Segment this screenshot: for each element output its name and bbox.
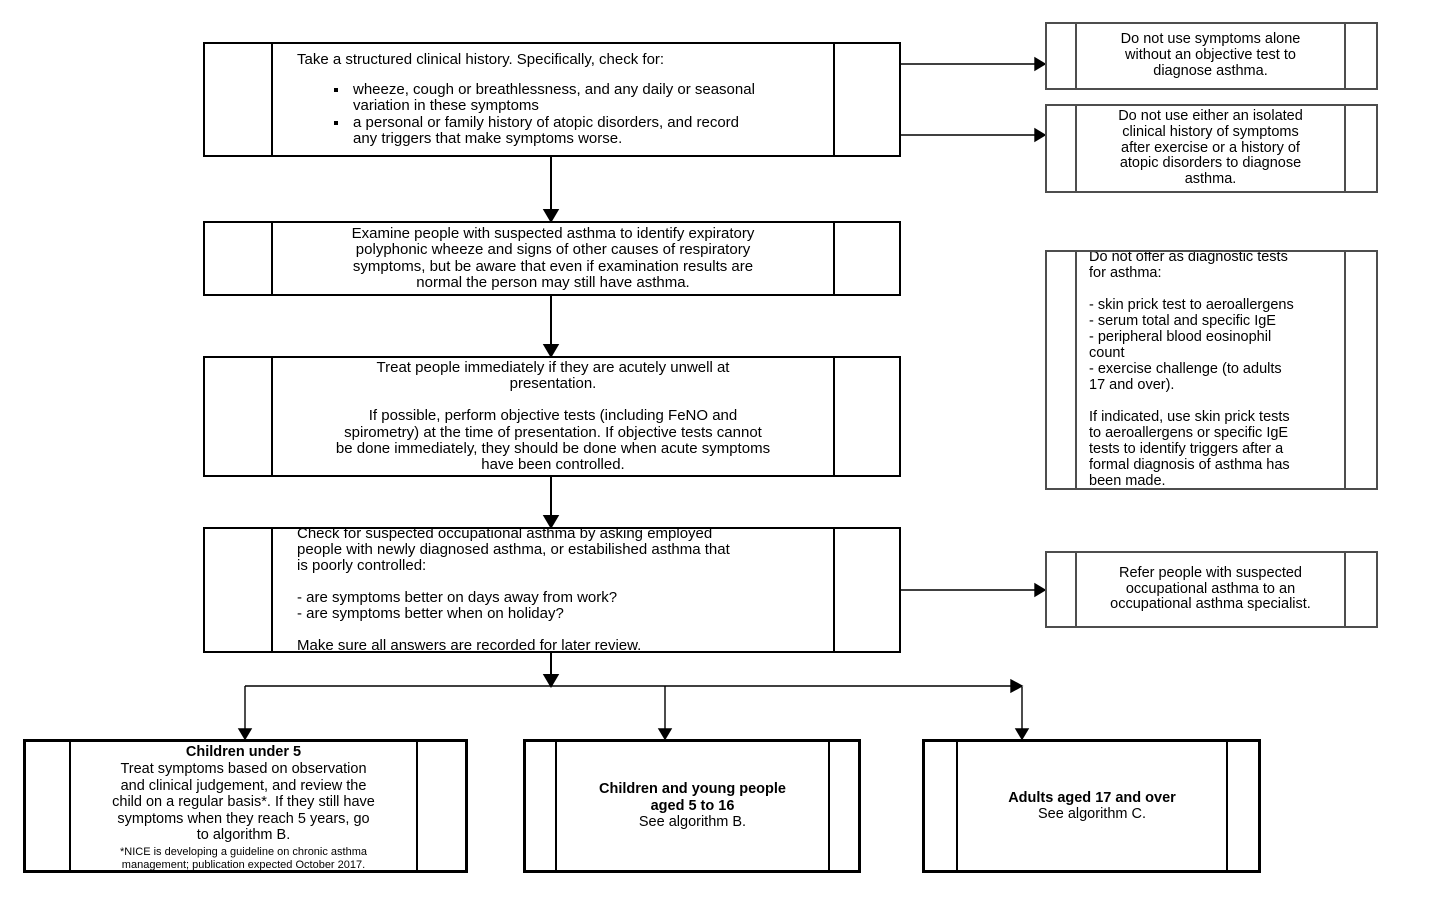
history-intro: Take a structured clinical history. Spec… [297, 51, 665, 69]
side-cell [833, 44, 899, 155]
adults-17-subtitle: See algorithm C. [1038, 806, 1146, 822]
note-symptoms-alone-box: Do not use symptoms alone without an obj… [1045, 22, 1378, 90]
history-bullets: wheeze, cough or breathlessness, and any… [297, 82, 809, 146]
side-cell [1047, 106, 1077, 191]
children-5-16-title: Children and young people aged 5 to 16 [599, 781, 786, 814]
adults-17-title: Adults aged 17 and over [1008, 789, 1176, 806]
note-refer-occupational-text: Refer people with suspected occupational… [1110, 564, 1311, 613]
treat-text: Treat people immediately if they are acu… [335, 359, 771, 473]
note-symptoms-alone-text: Do not use symptoms alone without an obj… [1120, 31, 1301, 79]
side-cell [1344, 252, 1376, 488]
side-cell [205, 358, 273, 475]
side-cell [828, 742, 858, 870]
note-refer-occupational-box: Refer people with suspected occupational… [1045, 551, 1378, 628]
note-isolated-history-text: Do not use either an isolated clinical h… [1118, 107, 1303, 188]
note-isolated-history-box: Do not use either an isolated clinical h… [1045, 104, 1378, 193]
history-bullet: a personal or family history of atopic d… [349, 114, 809, 147]
side-cell [205, 223, 273, 294]
side-cell [1047, 252, 1077, 488]
side-cell [205, 44, 273, 155]
children-under-5-body: Treat symptoms based on observation and … [112, 761, 375, 843]
children-under-5-footnote: *NICE is developing a guideline on chron… [119, 846, 368, 870]
side-cell [1047, 553, 1077, 626]
note-diagnostic-tests-text: Do not offer as diagnostic tests for ast… [1089, 252, 1294, 488]
examine-text: Examine people with suspected asthma to … [351, 225, 755, 291]
children-5-16-box: Children and young people aged 5 to 16 S… [523, 739, 861, 873]
history-bullet: wheeze, cough or breathlessness, and any… [349, 82, 809, 114]
adults-17-box: Adults aged 17 and over See algorithm C. [922, 739, 1261, 873]
children-5-16-subtitle: See algorithm B. [638, 814, 747, 831]
side-cell [925, 742, 958, 870]
children-under-5-box: Children under 5 Treat symptoms based on… [23, 739, 468, 873]
occupational-text: Check for suspected occupational asthma … [297, 529, 730, 651]
occupational-asthma-box: Check for suspected occupational asthma … [203, 527, 901, 653]
children-under-5-title: Children under 5 [185, 744, 302, 760]
treat-box: Treat people immediately if they are acu… [203, 356, 901, 477]
examine-box: Examine people with suspected asthma to … [203, 221, 901, 296]
side-cell [833, 358, 899, 475]
side-cell [26, 742, 71, 870]
history-box: Take a structured clinical history. Spec… [203, 42, 901, 157]
side-cell [1047, 24, 1077, 88]
side-cell [1344, 106, 1376, 191]
side-cell [1226, 742, 1258, 870]
note-diagnostic-tests-box: Do not offer as diagnostic tests for ast… [1045, 250, 1378, 490]
side-cell [526, 742, 557, 870]
side-cell [416, 742, 465, 870]
side-cell [1344, 24, 1376, 88]
side-cell [1344, 553, 1376, 626]
side-cell [205, 529, 273, 651]
side-cell [833, 529, 899, 651]
side-cell [833, 223, 899, 294]
